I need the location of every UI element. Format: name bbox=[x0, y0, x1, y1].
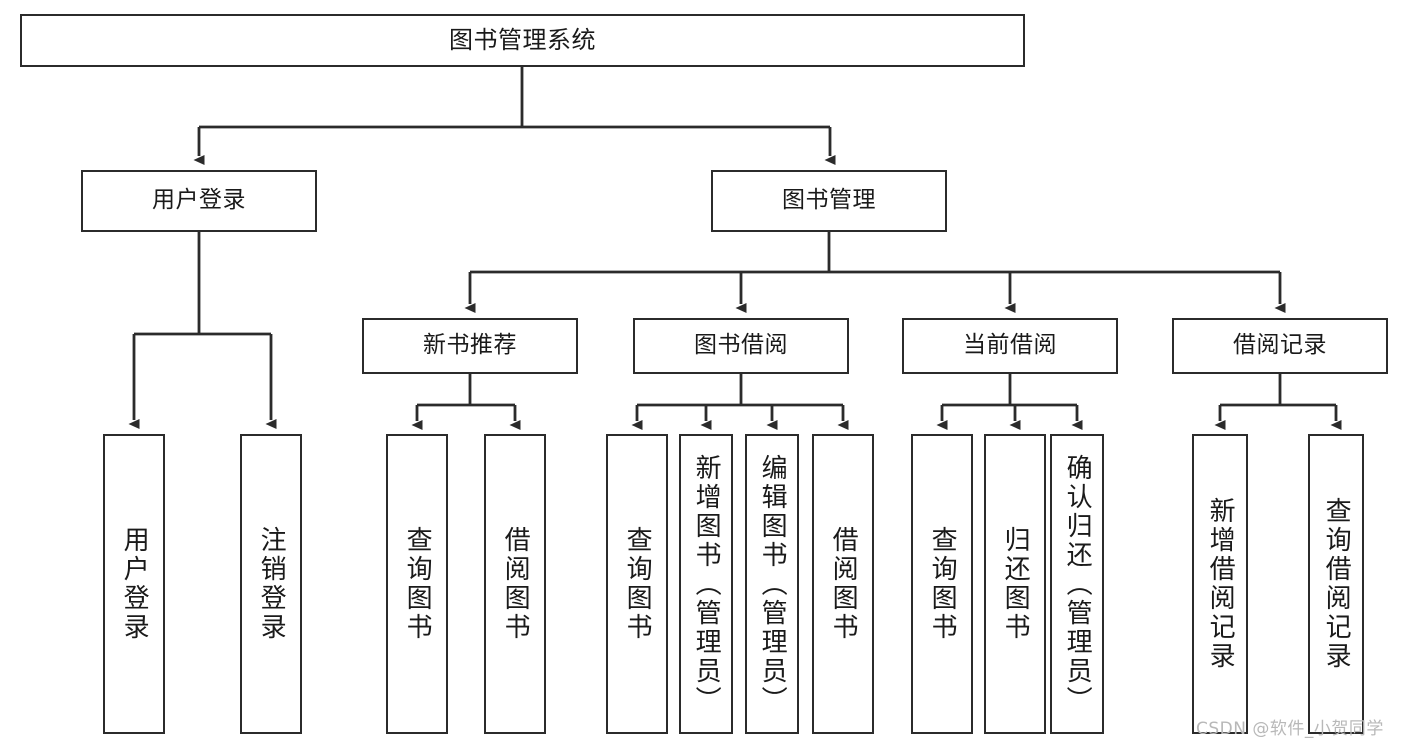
node-leaf-user-login[interactable]: 用户登录 bbox=[103, 434, 165, 734]
node-leaf-query-record-label: 查询借阅记录 bbox=[1321, 497, 1352, 671]
node-borrow-record[interactable]: 借阅记录 bbox=[1172, 318, 1388, 374]
node-leaf-borrow-book-1-label: 借阅图书 bbox=[500, 526, 531, 642]
node-leaf-add-record[interactable]: 新增借阅记录 bbox=[1192, 434, 1248, 734]
node-current-borrow-label: 当前借阅 bbox=[963, 332, 1057, 359]
node-book-borrow[interactable]: 图书借阅 bbox=[633, 318, 849, 374]
node-leaf-logout-label: 注销登录 bbox=[256, 526, 287, 642]
node-leaf-edit-book-label: 编辑图书（管理员） bbox=[757, 453, 788, 715]
node-book-borrow-label: 图书借阅 bbox=[694, 332, 788, 359]
node-leaf-return-book-label: 归还图书 bbox=[1000, 526, 1031, 642]
node-leaf-query-book-3-label: 查询图书 bbox=[927, 526, 958, 642]
node-root-label: 图书管理系统 bbox=[449, 26, 596, 55]
node-leaf-edit-book[interactable]: 编辑图书（管理员） bbox=[745, 434, 799, 734]
node-current-borrow[interactable]: 当前借阅 bbox=[902, 318, 1118, 374]
node-leaf-query-book-2-label: 查询图书 bbox=[622, 526, 653, 642]
node-leaf-borrow-book-2[interactable]: 借阅图书 bbox=[812, 434, 874, 734]
node-leaf-add-book-label: 新增图书（管理员） bbox=[691, 453, 722, 715]
node-leaf-query-book-1[interactable]: 查询图书 bbox=[386, 434, 448, 734]
node-leaf-query-book-3[interactable]: 查询图书 bbox=[911, 434, 973, 734]
node-borrow-record-label: 借阅记录 bbox=[1233, 332, 1327, 359]
node-leaf-user-login-label: 用户登录 bbox=[119, 526, 150, 642]
node-root[interactable]: 图书管理系统 bbox=[20, 14, 1025, 67]
node-leaf-query-book-2[interactable]: 查询图书 bbox=[606, 434, 668, 734]
node-book-manage[interactable]: 图书管理 bbox=[711, 170, 947, 232]
node-leaf-borrow-book-2-label: 借阅图书 bbox=[828, 526, 859, 642]
node-book-manage-label: 图书管理 bbox=[782, 187, 876, 214]
node-leaf-add-record-label: 新增借阅记录 bbox=[1205, 497, 1236, 671]
node-user-login-label: 用户登录 bbox=[152, 187, 246, 214]
node-leaf-query-book-1-label: 查询图书 bbox=[402, 526, 433, 642]
csdn-watermark: CSDN @软件_小贺同学 bbox=[1196, 719, 1384, 739]
node-leaf-borrow-book-1[interactable]: 借阅图书 bbox=[484, 434, 546, 734]
node-user-login[interactable]: 用户登录 bbox=[81, 170, 317, 232]
node-leaf-confirm-return[interactable]: 确认归还（管理员） bbox=[1050, 434, 1104, 734]
node-new-book-recommend-label: 新书推荐 bbox=[423, 332, 517, 359]
node-leaf-confirm-return-label: 确认归还（管理员） bbox=[1062, 453, 1093, 715]
node-leaf-return-book[interactable]: 归还图书 bbox=[984, 434, 1046, 734]
node-leaf-logout[interactable]: 注销登录 bbox=[240, 434, 302, 734]
node-leaf-add-book[interactable]: 新增图书（管理员） bbox=[679, 434, 733, 734]
node-new-book-recommend[interactable]: 新书推荐 bbox=[362, 318, 578, 374]
node-leaf-query-record[interactable]: 查询借阅记录 bbox=[1308, 434, 1364, 734]
